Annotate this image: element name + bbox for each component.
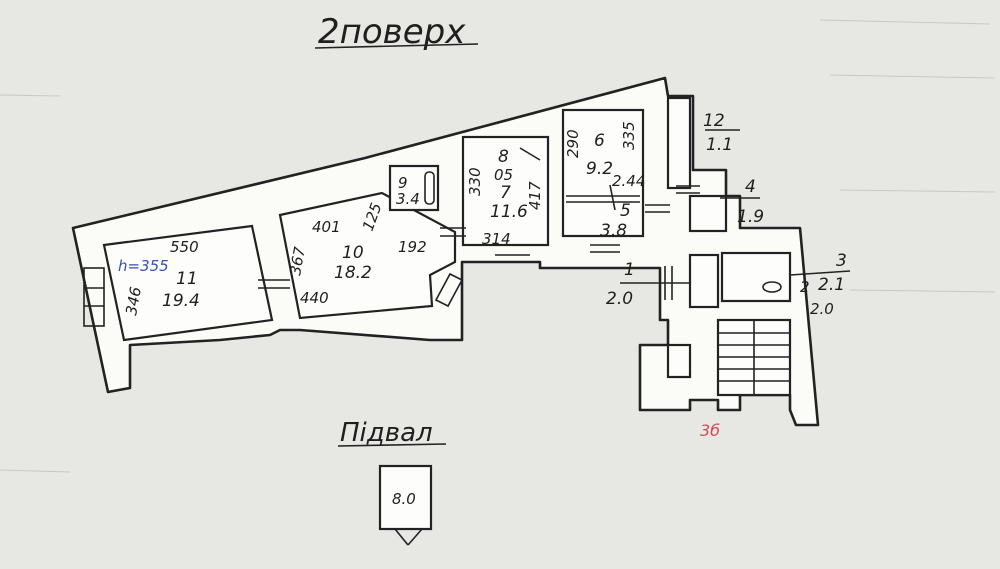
room-1 [688, 253, 720, 309]
toilet-icon [762, 281, 782, 293]
dim-335: 335 [620, 121, 638, 150]
dim-314: 314 [482, 230, 511, 248]
basement-room-area: 8.0 [392, 490, 416, 508]
room-4-number: 4 [745, 177, 756, 197]
room-9 [388, 164, 440, 212]
dim-440: 440 [300, 289, 329, 307]
dim-346: 346 [122, 285, 145, 316]
room-11-number: 11 [176, 269, 198, 289]
dim-417: 417 [526, 181, 544, 210]
room-2-area: 2.0 [810, 300, 834, 318]
floor-heading-underline [314, 43, 479, 49]
window-marks [83, 185, 700, 327]
room-9-area: 3.4 [396, 190, 420, 208]
room-11 [102, 224, 274, 342]
room-3 [720, 251, 792, 303]
room-4-area: 1.9 [737, 207, 764, 227]
dim-367: 367 [286, 245, 309, 277]
room-5-6 [561, 108, 645, 238]
room-7-number: 7 [500, 183, 511, 203]
room-2-number: 2 [800, 278, 810, 296]
room-3-area: 2.1 [818, 275, 845, 295]
room-4 [688, 194, 728, 233]
dim-244: 2.44 [612, 172, 645, 190]
leader-lines [519, 129, 851, 284]
room-7-area: 11.6 [490, 202, 528, 222]
room-3-number: 3 [836, 251, 847, 271]
room-5-area: 3.8 [600, 221, 627, 241]
room-5-number: 5 [620, 201, 631, 221]
room-12-area: 1.1 [706, 135, 733, 155]
room-7-8 [461, 135, 550, 247]
room-9-number: 9 [398, 174, 408, 192]
room-12 [666, 96, 692, 190]
stamp-annotation: 3б [700, 421, 720, 440]
dim-05: 05 [494, 166, 513, 184]
room-10-area: 18.2 [334, 263, 372, 283]
basement-heading: Підвал [340, 418, 433, 448]
dim-550: 550 [170, 238, 199, 256]
dim-290: 290 [564, 129, 582, 158]
dim-401: 401 [312, 218, 341, 236]
basement-heading-underline [337, 443, 447, 447]
room-1-area: 2.0 [606, 289, 633, 309]
dim-330: 330 [466, 167, 484, 196]
room-6-number: 6 [594, 131, 605, 151]
small-closet [666, 343, 692, 379]
room-11-area: 19.4 [162, 291, 200, 311]
room-6-area: 9.2 [586, 159, 613, 179]
basement-room [378, 464, 433, 531]
bathtub-icon [424, 171, 435, 205]
room-1-number: 1 [624, 260, 635, 280]
room-8-number: 8 [498, 147, 509, 167]
height-annotation: h=355 [118, 257, 169, 275]
stair-steps [718, 320, 790, 395]
paper-background-lines [0, 19, 996, 473]
dim-192: 192 [398, 238, 427, 256]
room-12-number: 12 [703, 111, 725, 131]
room-10-number: 10 [342, 243, 364, 263]
